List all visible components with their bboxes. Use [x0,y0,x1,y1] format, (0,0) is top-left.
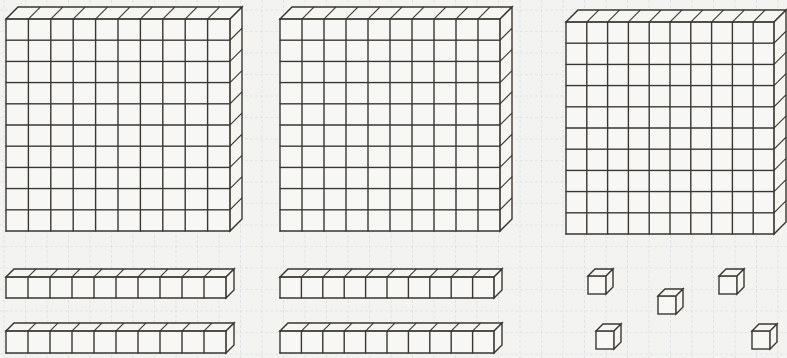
hundred-flat [6,7,242,231]
hundreds-flats-group [6,7,786,234]
ten-rod [6,323,234,353]
unit-cube [752,324,777,349]
hundred-flat [566,10,786,234]
ten-rod [280,323,502,353]
hundred-flat [280,7,512,231]
unit-cube [588,269,613,294]
ten-rod [280,269,502,298]
unit-cube [719,269,744,294]
unit-cube [658,289,683,314]
unit-cube [596,324,621,349]
ones-cubes-group [588,269,777,349]
ten-rod [6,269,234,298]
